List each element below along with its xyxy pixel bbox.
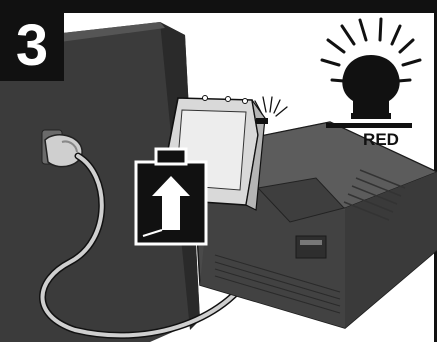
step-number-badge: 3 <box>0 11 64 81</box>
battery-led-glow-rays <box>254 96 288 117</box>
battery-charging-arrow-icon <box>134 147 208 246</box>
power-cord-highlight <box>40 154 260 338</box>
led-bulb-glowing-icon <box>320 17 422 128</box>
led-status-label: RED <box>363 130 399 149</box>
header-bar <box>0 0 437 13</box>
power-plug-icon <box>44 134 83 168</box>
